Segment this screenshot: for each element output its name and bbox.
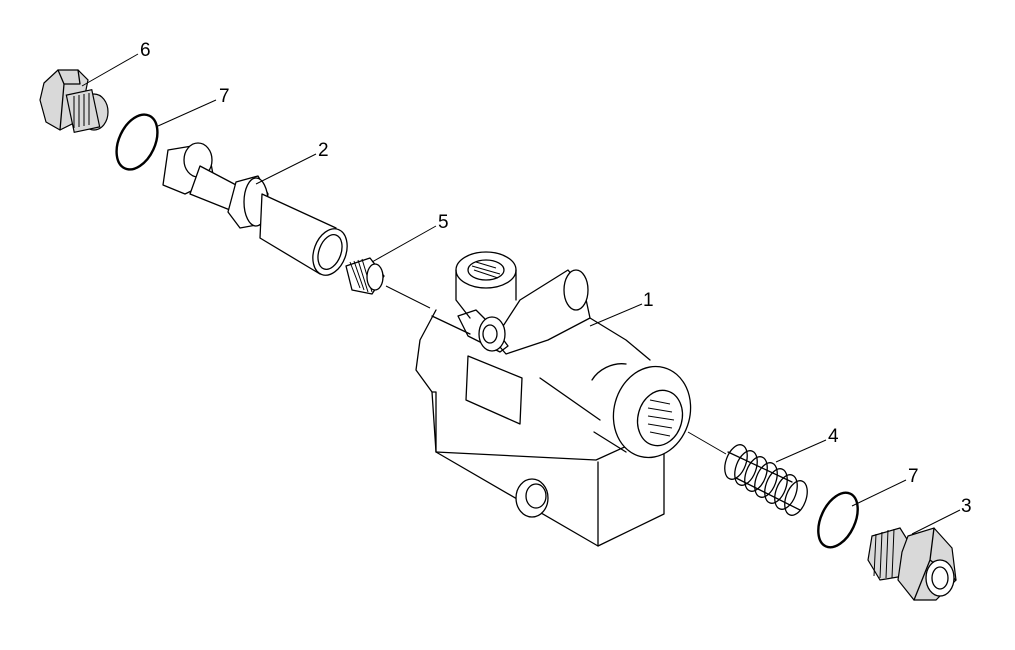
part-3-hex-plug [867,527,957,601]
part-2-spool [162,142,348,276]
callout-2: 2 [318,140,329,161]
leader-lines [81,53,961,535]
callout-1: 1 [643,290,654,311]
part-4-spring [724,444,808,516]
callout-7-upper: 7 [219,86,230,107]
callout-7-lower: 7 [908,466,919,487]
callout-4: 4 [828,426,839,447]
part-7-o-ring-lower [817,491,859,549]
part-6-hex-plug [39,69,109,133]
callout-6: 6 [140,40,151,61]
callout-5: 5 [438,212,449,233]
part-7-o-ring-upper [115,113,159,171]
callout-3: 3 [961,496,972,517]
part-1-valve-body [415,251,727,547]
part-5-screw [345,257,431,309]
